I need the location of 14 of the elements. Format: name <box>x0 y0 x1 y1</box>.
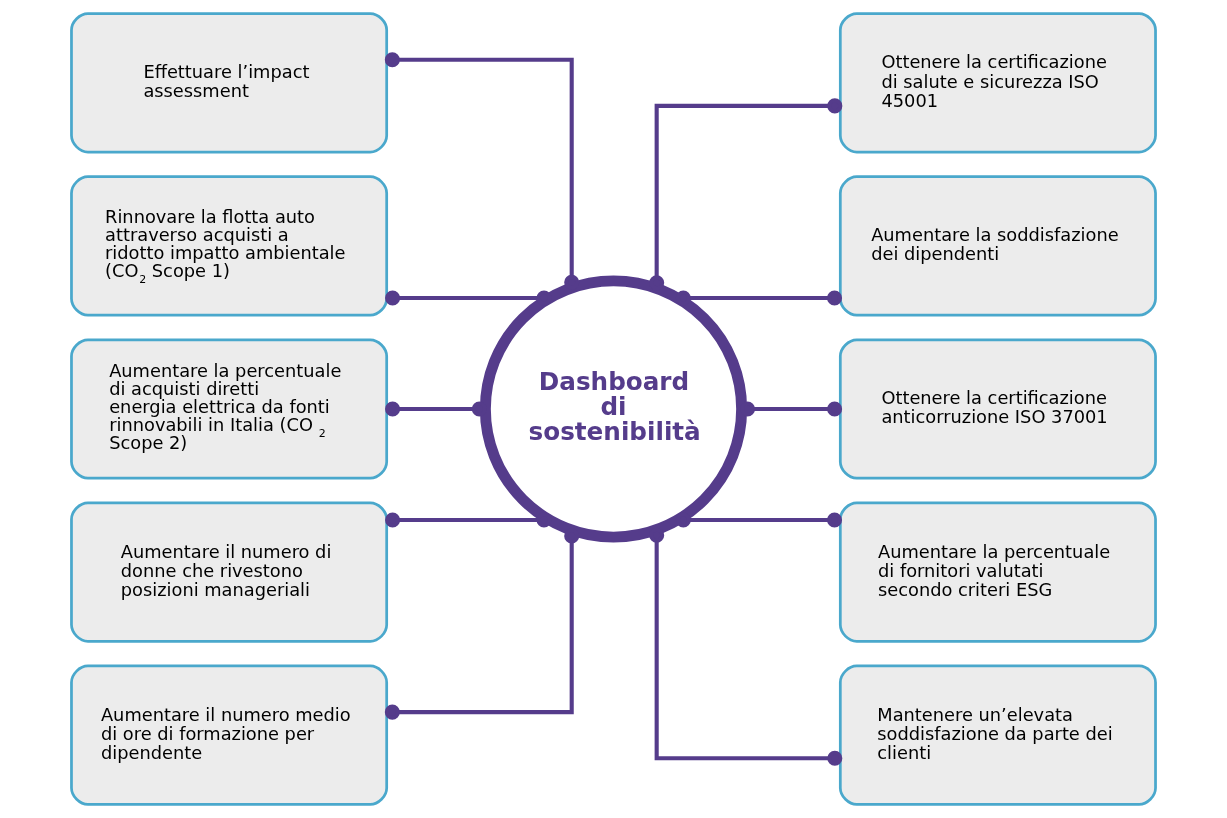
node-box: Aumentare la percentuale di fornitori valutati secondo criteri ESG <box>838 501 1157 643</box>
node-box: Aumentare il numero di donne che rivestono posizioni manageriali <box>70 501 389 643</box>
node-box: Aumentare la percentuale di acquisti diretti energia elettrica da fonti rinnovabili in Italia (CO$_{2}$ Scope 2) <box>70 338 389 480</box>
node-box: Effettuare l’impact assessment <box>70 12 389 154</box>
connector <box>385 290 552 306</box>
node-box: Aumentare il numero medio di ore di formazione per dipendente <box>70 664 389 806</box>
node-box: Rinnovare la flotta auto attraverso acquisti a ridotto impatto ambientale (CO$_{2}$ Scope 1) <box>70 175 389 317</box>
node-box: Ottenere la certificazione di salute e sicurezza ISO 45001 <box>838 12 1157 154</box>
node-box: Mantenere un’elevata soddisfazione da parte dei clienti <box>838 664 1157 806</box>
connector <box>675 290 843 306</box>
node-box: Aumentare la soddisfazione dei dipendenti <box>838 175 1157 317</box>
node-box: Ottenere la certificazione anticorruzione ISO 37001 <box>838 338 1157 480</box>
connector <box>385 512 552 528</box>
connector <box>675 512 843 528</box>
